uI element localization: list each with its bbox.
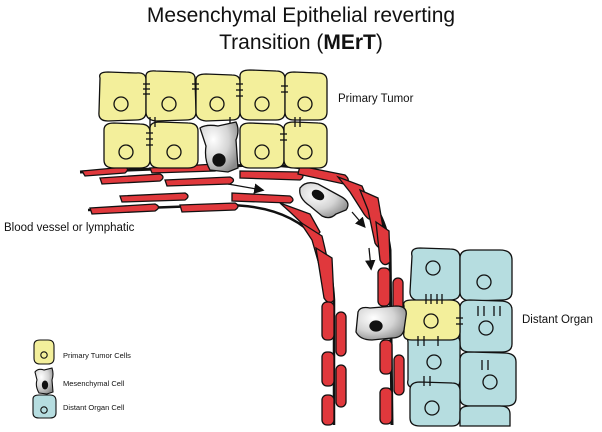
title-abbreviation: MErT	[323, 31, 376, 54]
organ-cell	[407, 333, 461, 389]
diagram-title-line2: Transition (MErT)	[0, 30, 602, 56]
flow-arrow-1	[227, 183, 265, 194]
tumor-cell	[239, 69, 286, 121]
flow-arrow-2	[351, 211, 366, 228]
primary-tumor-cluster	[98, 69, 328, 173]
legend-label-mesenchymal-cell: Mesenchymal Cell	[63, 379, 125, 388]
endothelial-cells-upper	[80, 163, 391, 266]
organ-nuclei	[424, 260, 498, 416]
vessel-lower-wall	[87, 203, 336, 425]
title-prefix: Transition (	[219, 31, 324, 54]
tumor-cell	[145, 70, 197, 122]
organ-cell	[459, 299, 513, 353]
distant-organ-cluster	[403, 247, 517, 427]
reverted-tumor-cell	[403, 299, 461, 341]
title-suffix: )	[375, 31, 383, 54]
reverted-tumor-nucleus	[423, 313, 439, 329]
organ-cell	[459, 351, 517, 407]
organ-cells	[407, 247, 517, 427]
flow-arrow-3	[365, 247, 376, 271]
mesenchymal-cell-in-vessel	[299, 182, 349, 219]
organ-junctions	[417, 294, 501, 386]
endothelial-cells-lower	[89, 192, 335, 304]
tumor-row-bottom	[103, 121, 328, 169]
tumor-junctions	[143, 83, 301, 146]
blood-vessel	[79, 163, 405, 426]
legend-label-distant-organ-cell: Distant Organ Cell	[63, 403, 125, 412]
legend	[32, 339, 57, 419]
blood-vessel-label: Blood vessel or lymphatic	[4, 222, 135, 234]
primary-tumor-label: Primary Tumor	[338, 93, 414, 105]
distant-organ-label: Distant Organ	[522, 314, 593, 326]
tumor-cell	[284, 71, 328, 121]
mesenchymal-cell-extravasating	[355, 305, 407, 341]
diagram-title-line1: Mesenchymal Epithelial reverting	[146, 4, 456, 27]
tumor-row-top	[98, 69, 328, 122]
mesenchymal-cell-in-tumor	[199, 121, 239, 173]
mesenchymal-nucleus	[212, 153, 226, 167]
organ-cell	[459, 405, 511, 427]
legend-label-primary-tumor-cells: Primary Tumor Cells	[63, 351, 131, 360]
endothelial-cells-vertical	[321, 267, 405, 426]
organ-cell	[409, 381, 461, 427]
flow-arrows	[227, 183, 376, 271]
